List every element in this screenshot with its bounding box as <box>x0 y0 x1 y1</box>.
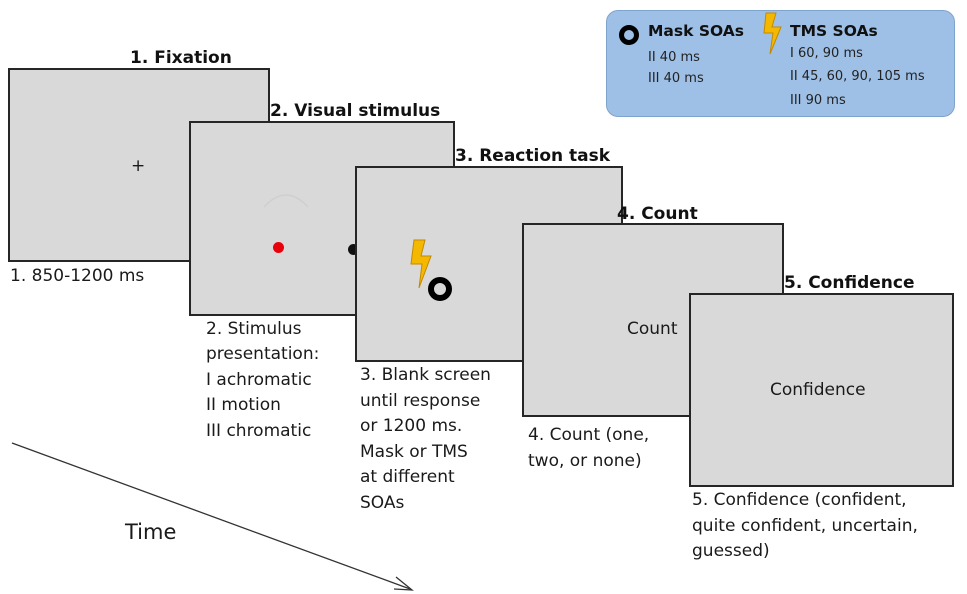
caption-line: two, or none) <box>528 451 642 471</box>
caption-line: presentation: <box>206 344 320 364</box>
step-3-title: 3. Reaction task <box>455 146 611 166</box>
mask-soa-item: III 40 ms <box>648 71 704 86</box>
caption-line: until response <box>360 391 481 411</box>
step-5-title: 5. Confidence <box>784 273 915 293</box>
mask-soa-item: II 40 ms <box>648 50 700 65</box>
mask-ring <box>428 277 452 301</box>
mask-ring-icon <box>619 25 639 45</box>
confidence-screen: Confidence <box>689 293 954 487</box>
count-prompt: Count <box>627 319 678 339</box>
step-1-caption: 1. 850-1200 ms <box>10 266 145 286</box>
caption-line: 3. Blank screen <box>360 365 491 385</box>
caption-line: Mask or TMS <box>360 442 468 462</box>
step-4-title: 4. Count <box>617 204 698 224</box>
tms-lightning-icon <box>410 239 432 289</box>
caption-line: guessed) <box>692 541 770 561</box>
caption-line: SOAs <box>360 493 405 513</box>
caption-line: quite confident, uncertain, <box>692 516 918 536</box>
fixation-cross: + <box>131 156 146 176</box>
caption-line: 5. Confidence (confident, <box>692 490 907 510</box>
red-stimulus-dot <box>273 242 284 253</box>
tms-soa-item: I 60, 90 ms <box>790 46 863 61</box>
time-label: Time <box>125 520 177 544</box>
tms-soa-item: III 90 ms <box>790 93 846 108</box>
caption-line: II motion <box>206 395 281 415</box>
tms-lightning-icon <box>763 12 782 55</box>
black-stimulus-dot <box>348 244 359 255</box>
caption-line: 4. Count (one, <box>528 425 650 445</box>
soa-legend: Mask SOAs II 40 ms III 40 ms TMS SOAs I … <box>606 10 955 117</box>
mask-soas-title: Mask SOAs <box>648 22 744 40</box>
step-2-title: 2. Visual stimulus <box>270 101 441 121</box>
step-1-title: 1. Fixation <box>130 48 232 68</box>
tms-soas-title: TMS SOAs <box>790 22 878 40</box>
faint-arc <box>263 194 309 208</box>
caption-line: at different <box>360 467 455 487</box>
caption-line: 2. Stimulus <box>206 319 302 339</box>
caption-line: I achromatic <box>206 370 312 390</box>
confidence-prompt: Confidence <box>770 380 866 400</box>
caption-line: or 1200 ms. <box>360 416 463 436</box>
tms-soa-item: II 45, 60, 90, 105 ms <box>790 69 925 84</box>
caption-line: III chromatic <box>206 421 312 441</box>
